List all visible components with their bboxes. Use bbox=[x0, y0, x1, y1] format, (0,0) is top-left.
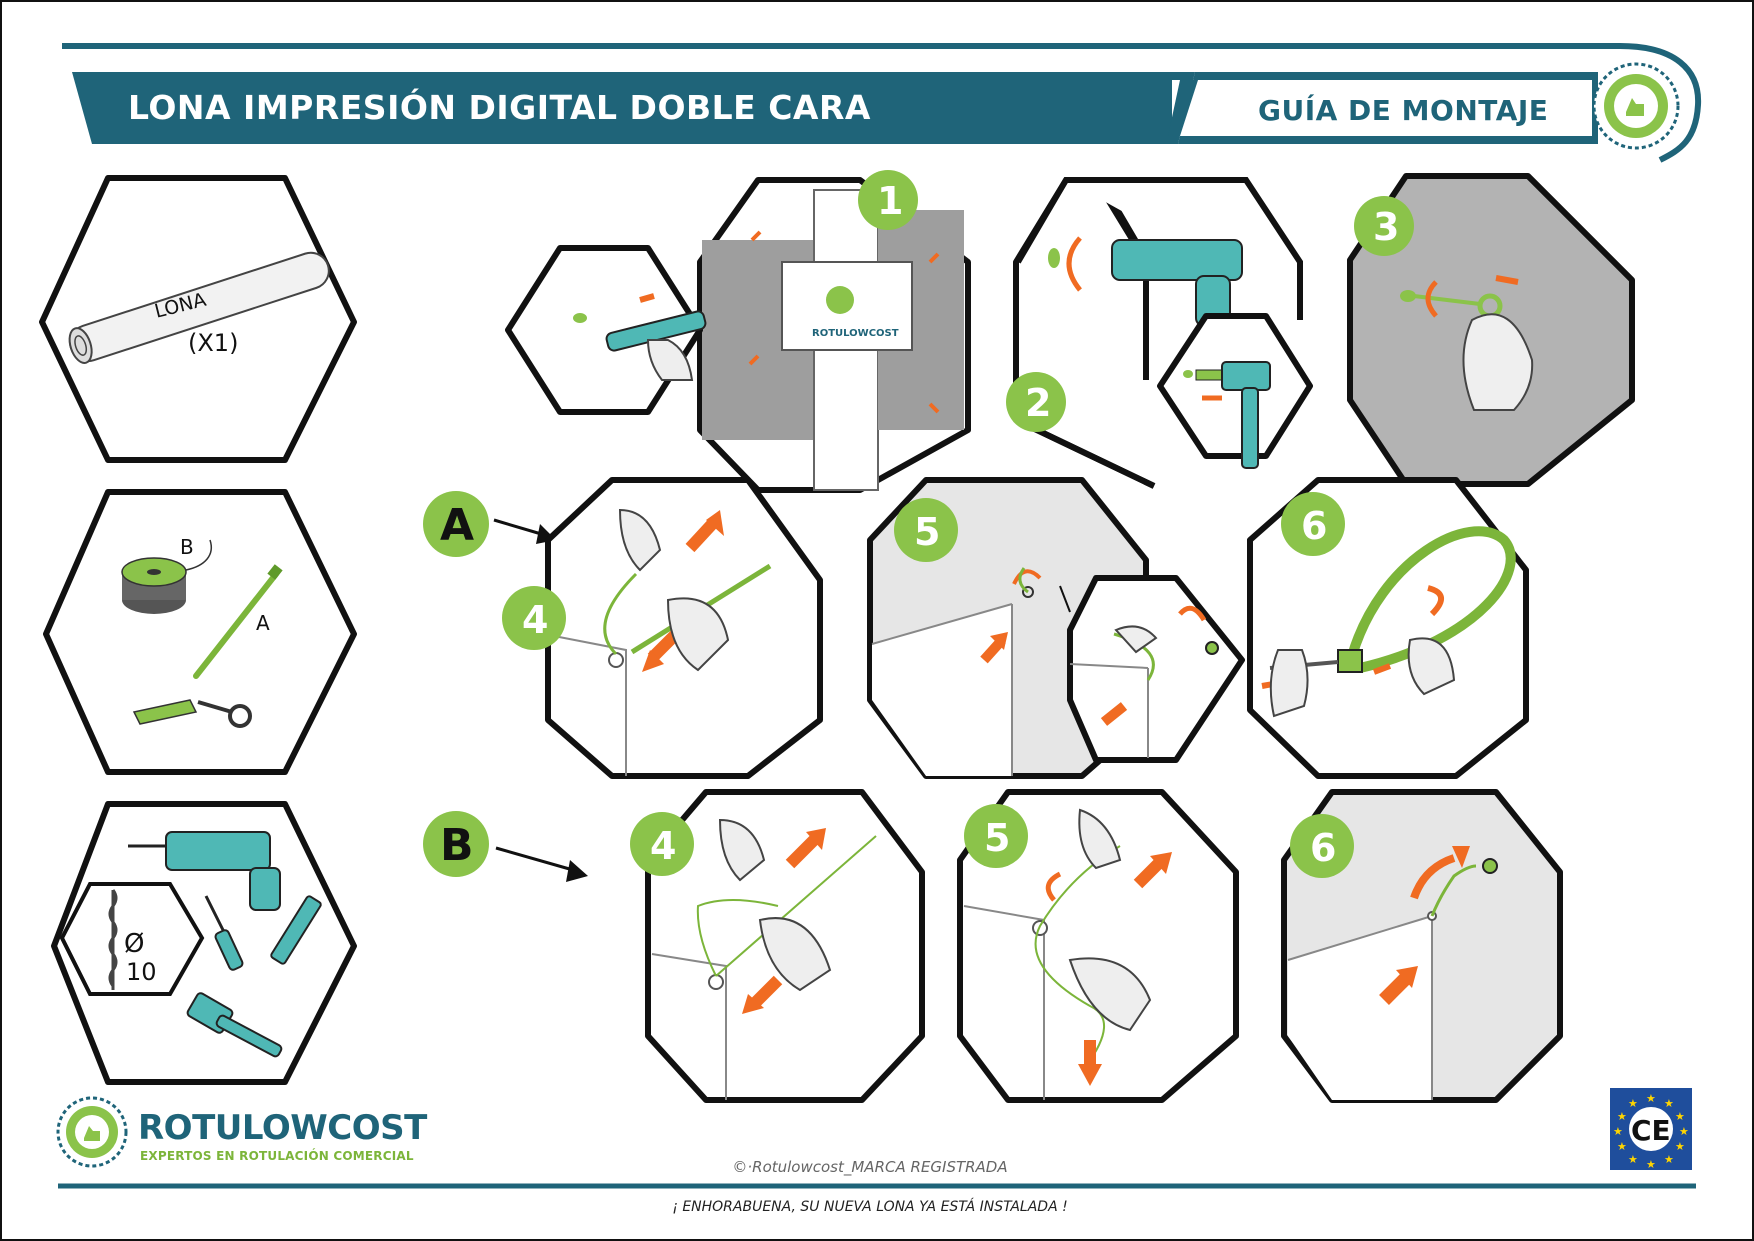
svg-text:★: ★ bbox=[1664, 1153, 1674, 1166]
pencil-icon bbox=[270, 895, 322, 965]
stepB6-number: 6 bbox=[1310, 826, 1336, 870]
svg-text:★: ★ bbox=[1675, 1110, 1685, 1123]
brand-logo-icon bbox=[56, 1096, 128, 1168]
kit-tools-hex: Ø 10 bbox=[51, 801, 357, 1085]
svg-text:★: ★ bbox=[1646, 1092, 1656, 1105]
stepB4-number: 4 bbox=[650, 824, 676, 868]
eye-screw bbox=[228, 704, 252, 728]
stepA6-number: 6 bbox=[1301, 504, 1327, 548]
option-a-label: A bbox=[440, 500, 474, 551]
svg-text:★: ★ bbox=[1646, 1158, 1656, 1171]
step1-panel: ROTULOWCOST 1 bbox=[505, 170, 971, 493]
kit-fixings-hex: B A bbox=[43, 489, 357, 775]
stepB5-badge bbox=[964, 804, 1028, 868]
congrats-message: ¡ ENHORABUENA, SU NUEVA LONA YA ESTÁ INS… bbox=[672, 1199, 1068, 1215]
lona-quantity: (X1) bbox=[188, 329, 238, 357]
step3-badge bbox=[1354, 196, 1414, 256]
copyright-text: ©·Rotulowcost_MARCA REGISTRADA bbox=[732, 1158, 1008, 1176]
stepA5-panel: 5 bbox=[867, 477, 1245, 779]
svg-text:★: ★ bbox=[1679, 1125, 1689, 1138]
step3-number: 3 bbox=[1373, 205, 1399, 249]
drill-size-value: 10 bbox=[126, 958, 157, 986]
brand-name: ROTULOWCOST bbox=[138, 1108, 427, 1148]
option-b-marker: B bbox=[423, 811, 588, 882]
stepA6-panel: 6 bbox=[1247, 477, 1529, 779]
svg-text:★: ★ bbox=[1628, 1153, 1638, 1166]
stepA4-badge bbox=[502, 586, 566, 650]
svg-text:★: ★ bbox=[1613, 1125, 1623, 1138]
stepB6-badge bbox=[1290, 814, 1354, 878]
stepB4-badge bbox=[630, 812, 694, 876]
wall-plug bbox=[132, 699, 198, 725]
drill-bit bbox=[108, 889, 118, 990]
cord-label: B bbox=[180, 535, 194, 559]
header-seal-icon bbox=[1592, 62, 1680, 150]
step3-panel: 3 bbox=[1347, 173, 1635, 487]
stepB4-panel: 4 bbox=[630, 789, 925, 1103]
guide-label: GUÍA DE MONTAJE bbox=[1258, 94, 1549, 127]
stepA5-badge bbox=[894, 498, 958, 562]
svg-text:★: ★ bbox=[1675, 1140, 1685, 1153]
option-a-marker: A bbox=[423, 491, 556, 557]
stepA4-panel: 4 bbox=[502, 477, 823, 779]
screwdriver-icon bbox=[204, 895, 244, 971]
drill-size-symbol: Ø bbox=[124, 929, 144, 959]
stepB5-panel: 5 bbox=[957, 789, 1239, 1103]
step2-badge bbox=[1006, 372, 1066, 432]
svg-text:★: ★ bbox=[1617, 1110, 1627, 1123]
svg-text:★: ★ bbox=[1664, 1097, 1674, 1110]
svg-text:★: ★ bbox=[1628, 1097, 1638, 1110]
ce-mark-text: CE bbox=[1631, 1114, 1671, 1147]
brand-tagline: EXPERTOS EN ROTULACIÓN COMERCIAL bbox=[140, 1149, 414, 1163]
step1-badge bbox=[858, 170, 918, 230]
drill-tool-icon bbox=[128, 831, 281, 911]
hammer-icon bbox=[186, 992, 283, 1058]
sign-brand: ROTULOWCOST bbox=[812, 328, 899, 339]
step2-panel: 2 bbox=[1006, 177, 1313, 489]
cable-tie-label: A bbox=[256, 611, 270, 635]
svg-text:★: ★ bbox=[1617, 1140, 1627, 1153]
page-title: LONA IMPRESIÓN DIGITAL DOBLE CARA bbox=[128, 88, 871, 127]
stepB5-number: 5 bbox=[984, 816, 1010, 860]
header-band bbox=[62, 43, 1702, 163]
stepA6-badge bbox=[1281, 492, 1345, 556]
stepB6-panel: 6 bbox=[1281, 789, 1563, 1103]
step1-number: 1 bbox=[877, 179, 903, 223]
stepA4-number: 4 bbox=[522, 598, 548, 642]
option-b-label: B bbox=[440, 820, 474, 871]
stepA5-number: 5 bbox=[914, 510, 940, 554]
step2-number: 2 bbox=[1025, 381, 1051, 425]
kit-lona-hex: LONA (X1) bbox=[39, 175, 357, 463]
ce-mark-icon: ★★★ ★★★ ★★★ ★★★ CE bbox=[1610, 1088, 1692, 1171]
cable-tie bbox=[193, 571, 279, 679]
